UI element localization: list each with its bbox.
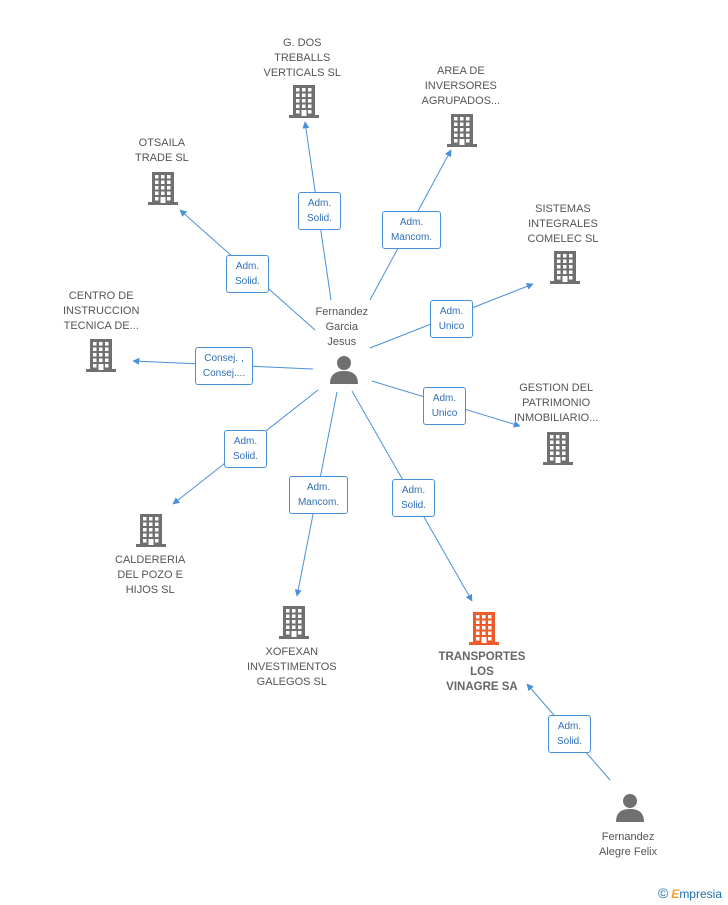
company-name-gestion-line: INMOBILIARIO... [514,412,599,424]
role-text: Adm. [432,393,457,404]
company-name-g-dos-line: G. DOS [282,37,322,49]
role-badge-sistemas[interactable]: Adm. Unico [430,300,473,338]
building-icon[interactable] [84,337,118,378]
building-icon[interactable] [445,112,479,153]
role-text: Adm. [307,198,332,209]
role-badge-other-person[interactable]: Adm. Solid. [548,715,591,753]
building-icon[interactable] [548,249,582,290]
company-name-sistemas-line: INTEGRALES [528,218,598,230]
company-name-gestion-line: GESTION DEL [519,382,594,394]
role-badge-transportes[interactable]: Adm. Solid. [392,479,435,517]
building-icon[interactable] [146,170,180,211]
role-text: Adm. [401,485,426,496]
building-icon[interactable] [541,430,575,471]
role-badge-gestion[interactable]: Adm. Unico [423,387,466,425]
company-name-caldereria-line: HIJOS SL [125,584,175,596]
company-name-sistemas-line: COMELEC SL [527,233,599,245]
company-name-caldereria-line: CALDERERIA [115,554,186,566]
brand-initial: E [671,887,680,901]
company-name-transportes-line: LOS [470,666,494,678]
company-name-transportes[interactable]: TRANSPORTES LOS VINAGRE SA [439,650,526,695]
role-text: Solid. [306,213,332,224]
building-icon[interactable] [467,610,501,651]
center-person-name-line: Garcia [325,321,358,333]
role-text: Unico [431,408,458,419]
role-text: Consej. , [204,353,244,364]
building-icon[interactable] [277,604,311,645]
person-icon[interactable] [615,793,645,828]
role-text: Consej.... [202,368,246,379]
company-name-area-line: INVERSORES [424,80,497,92]
role-text: Solid. [232,451,258,462]
building-icon[interactable] [134,512,168,553]
company-name-transportes-line: TRANSPORTES [438,651,526,663]
company-name-centro-line: INSTRUCCION [63,305,140,317]
role-badge-centro[interactable]: Consej. , Consej.... [195,347,253,385]
company-name-caldereria[interactable]: CALDERERIA DEL POZO E HIJOS SL [115,553,185,598]
company-name-xofexan-line: INVESTIMENTOS [247,661,337,673]
company-name-otsaila-line: TRADE SL [135,152,189,164]
role-badge-area[interactable]: Adm. Mancom. [382,211,441,249]
role-text: Adm. [439,306,464,317]
company-name-gestion-line: PATRIMONIO [522,397,591,409]
company-name-caldereria-line: DEL POZO E [117,569,183,581]
company-name-xofexan-line: XOFEXAN [265,646,319,658]
company-name-xofexan-line: GALEGOS SL [256,676,327,688]
role-text: Solid. [556,736,582,747]
company-name-sistemas-line: SISTEMAS [535,203,591,215]
company-name-area-line: AGRUPADOS... [421,95,501,107]
role-text: Solid. [234,276,260,287]
role-text: Unico [438,321,465,332]
empresia-footer[interactable]: ©Empresia [658,885,722,901]
center-person-name-line: Fernandez [315,306,369,318]
copyright-icon: © [657,885,669,901]
company-name-gestion[interactable]: GESTION DEL PATRIMONIO INMOBILIARIO... [514,381,598,426]
company-name-g-dos[interactable]: G. DOS TREBALLS VERTICALS SL [264,36,341,81]
center-person-name-line: Jesus [327,336,357,348]
company-name-xofexan[interactable]: XOFEXAN INVESTIMENTOS GALEGOS SL [247,645,337,690]
other-person-name-line: Alegre Felix [599,846,658,858]
company-name-area[interactable]: AREA DE INVERSORES AGRUPADOS... [422,64,501,109]
brand-name: mpresia [679,887,722,901]
role-text: Mancom. [390,232,433,243]
other-person-name-line: Fernandez [601,831,655,843]
company-name-otsaila-line: OTSAILA [138,137,186,149]
role-badge-xofexan[interactable]: Adm. Mancom. [289,476,348,514]
person-icon[interactable] [329,355,359,390]
role-text: Mancom. [297,497,340,508]
role-text: Solid. [400,500,426,511]
company-name-centro[interactable]: CENTRO DE INSTRUCCION TECNICA DE... [63,289,139,334]
company-name-centro-line: TECNICA DE... [63,320,139,332]
role-text: Adm. [557,721,582,732]
role-badge-otsaila[interactable]: Adm. Solid. [226,255,269,293]
role-text: Adm. [399,217,424,228]
company-name-area-line: AREA DE [436,65,485,77]
role-badge-caldereria[interactable]: Adm. Solid. [224,430,267,468]
company-name-sistemas[interactable]: SISTEMAS INTEGRALES COMELEC SL [528,202,599,247]
building-icon[interactable] [287,83,321,124]
company-name-centro-line: CENTRO DE [68,290,134,302]
role-text: Adm. [235,261,260,272]
company-name-otsaila[interactable]: OTSAILA TRADE SL [135,136,189,166]
role-text: Adm. [306,482,331,493]
company-name-g-dos-line: VERTICALS SL [263,67,341,79]
company-name-transportes-line: VINAGRE SA [446,681,518,693]
role-text: Adm. [233,436,258,447]
role-badge-g-dos[interactable]: Adm. Solid. [298,192,341,230]
company-name-g-dos-line: TREBALLS [274,52,331,64]
